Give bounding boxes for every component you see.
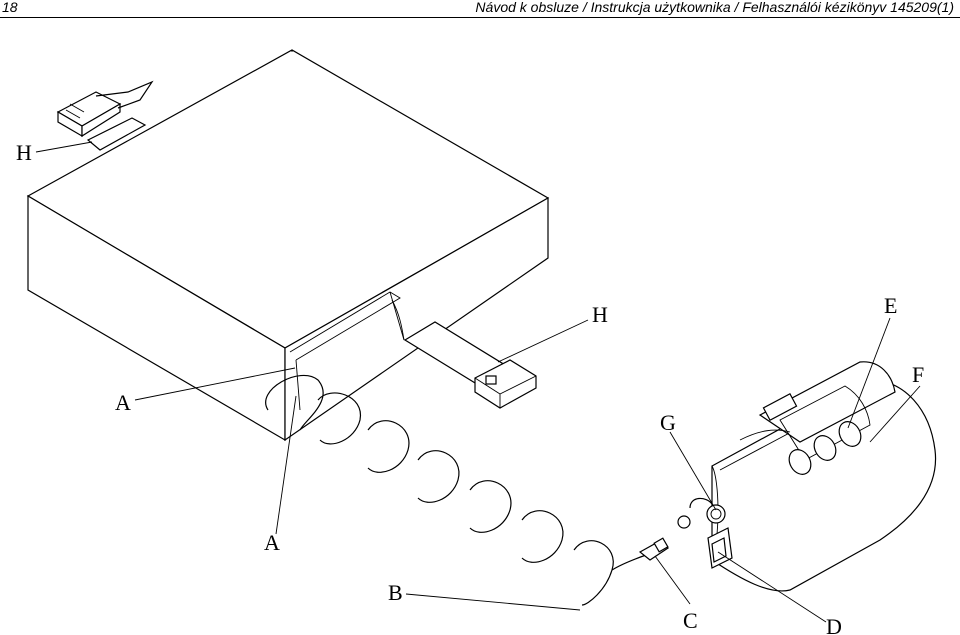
leader-lines <box>35 141 921 623</box>
right-air-tube <box>403 321 537 409</box>
callout-h-right: H <box>592 302 608 327</box>
callout-h-top: H <box>16 140 32 165</box>
callout-c: C <box>683 608 698 633</box>
top-air-tube <box>56 80 154 151</box>
page-number: 18 <box>2 0 18 15</box>
callout-g: G <box>660 410 676 435</box>
pump-unit <box>677 361 937 592</box>
callout-d: D <box>826 614 842 635</box>
mattress <box>26 49 550 442</box>
callout-f: F <box>912 362 924 387</box>
callout-e: E <box>884 293 897 318</box>
page-header: 18 Návod k obsluze / Instrukcja użytkown… <box>0 0 960 18</box>
coiled-tube <box>265 374 647 606</box>
callout-b: B <box>388 580 403 605</box>
connector-c <box>638 537 670 561</box>
running-title: Návod k obsluze / Instrukcja użytkownika… <box>475 0 954 15</box>
callout-a-lower: A <box>264 530 280 555</box>
callout-a-upper: A <box>115 390 131 415</box>
